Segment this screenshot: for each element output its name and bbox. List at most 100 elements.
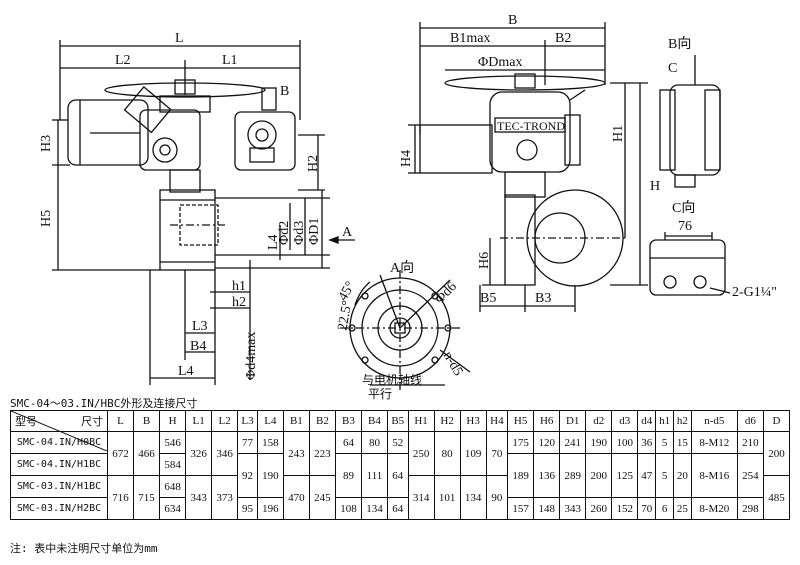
value-cell: 36 [637,431,657,454]
column-header: H5 [507,410,535,432]
footnote: 注: 表中未注明尺寸单位为mm [10,542,158,555]
column-header: B4 [360,410,388,432]
value-cell: 8-M20 [690,497,738,520]
value-cell: 5 [655,431,674,454]
value-cell: 546 [159,431,187,454]
column-header: B [133,410,161,432]
dim-H1: H1 [611,125,626,142]
column-header: d2 [585,410,613,432]
value-cell: 157 [507,497,535,520]
dim-76: 76 [678,219,692,234]
dim-H5: H5 [39,210,54,227]
value-cell: 52 [386,431,409,454]
column-header: H3 [459,410,487,432]
value-cell: 25 [672,497,692,520]
value-cell: 190 [256,453,284,498]
value-cell: 134 [360,497,388,520]
value-cell: 80 [433,431,461,476]
dim-B2: B2 [555,31,571,46]
value-cell: 241 [559,431,587,454]
view-B-title: B向 [668,36,691,52]
value-cell: 90 [485,475,509,520]
value-cell: 8-M12 [690,431,738,454]
value-cell: 466 [133,431,161,476]
dim-d3: Φd3 [292,221,307,245]
value-cell: 100 [611,431,639,454]
value-cell: 15 [672,431,692,454]
value-cell: 70 [485,431,509,476]
value-cell: 298 [736,497,764,520]
value-cell: 5 [655,453,674,498]
dim-H4: H4 [399,150,414,167]
dim-B1max: B1max [450,31,490,46]
value-cell: 120 [533,431,561,454]
column-header: B2 [308,410,336,432]
column-header: D [762,410,791,432]
dim-Dmax: ΦDmax [478,55,522,70]
view-A-title: A向 [390,260,414,276]
dim-L3: L3 [192,319,208,334]
parallel-label: 平行 [368,387,392,400]
value-cell: 470 [282,475,310,520]
value-cell: 634 [159,497,187,520]
value-cell: 152 [611,497,639,520]
dim-h2: h2 [232,295,246,310]
dim-nd5: n-d5 [440,349,466,379]
column-header: h2 [672,410,692,432]
value-cell: 64 [386,453,409,498]
value-cell: 200 [762,431,791,476]
value-cell: 158 [256,431,284,454]
value-cell: 245 [308,475,336,520]
value-cell: 190 [585,431,613,454]
model-cell: SMC-04.IN/H1BC [10,453,108,476]
corner-size-label: 尺寸 [81,415,103,428]
dim-B5: B5 [480,291,496,306]
value-cell: 648 [159,475,187,498]
value-cell: 289 [559,453,587,498]
angle-22-5: 22.5° [336,299,356,331]
column-header: L4 [256,410,284,432]
dim-h1: h1 [232,279,246,294]
value-cell: 6 [655,497,674,520]
column-header: n-d5 [690,410,738,432]
column-header: L2 [211,410,239,432]
value-cell: 584 [159,453,187,476]
column-header: d3 [611,410,639,432]
column-header: H [159,410,187,432]
value-cell: 64 [334,431,362,454]
value-cell: 485 [762,475,791,520]
label-B-arrow: B [280,84,289,99]
column-header: B5 [386,410,409,432]
dim-L4: L4 [178,364,194,379]
column-header: d4 [637,410,657,432]
thread-spec: 2-G1¼" [732,285,777,300]
value-cell: 343 [185,475,213,520]
view-B-arrow-label: C [668,61,677,76]
column-header: h1 [655,410,674,432]
column-header: B3 [334,410,362,432]
value-cell: 64 [386,497,409,520]
value-cell: 125 [611,453,639,498]
value-cell: 373 [211,475,239,520]
model-cell: SMC-03.IN/H1BC [10,475,108,498]
dim-d2: Φd2 [277,221,292,245]
dim-d4max: Φd4max [244,332,259,380]
column-header: B1 [282,410,310,432]
value-cell: 134 [459,475,487,520]
dim-B3: B3 [535,291,551,306]
value-cell: 47 [637,453,657,498]
motor-axis-label: 与电机轴线 [362,372,422,387]
dim-L1: L1 [222,53,238,68]
value-cell: 92 [237,453,258,498]
dim-H6: H6 [477,252,492,269]
value-cell: 672 [106,431,135,476]
value-cell: 108 [334,497,362,520]
column-header: L1 [185,410,213,432]
column-header: d6 [736,410,764,432]
value-cell: 101 [433,475,461,520]
technical-drawing: L L2 L1 B H3 H5 H2 Φd2 Φd3 ΦD1 A L4 h1 h… [39,13,777,400]
